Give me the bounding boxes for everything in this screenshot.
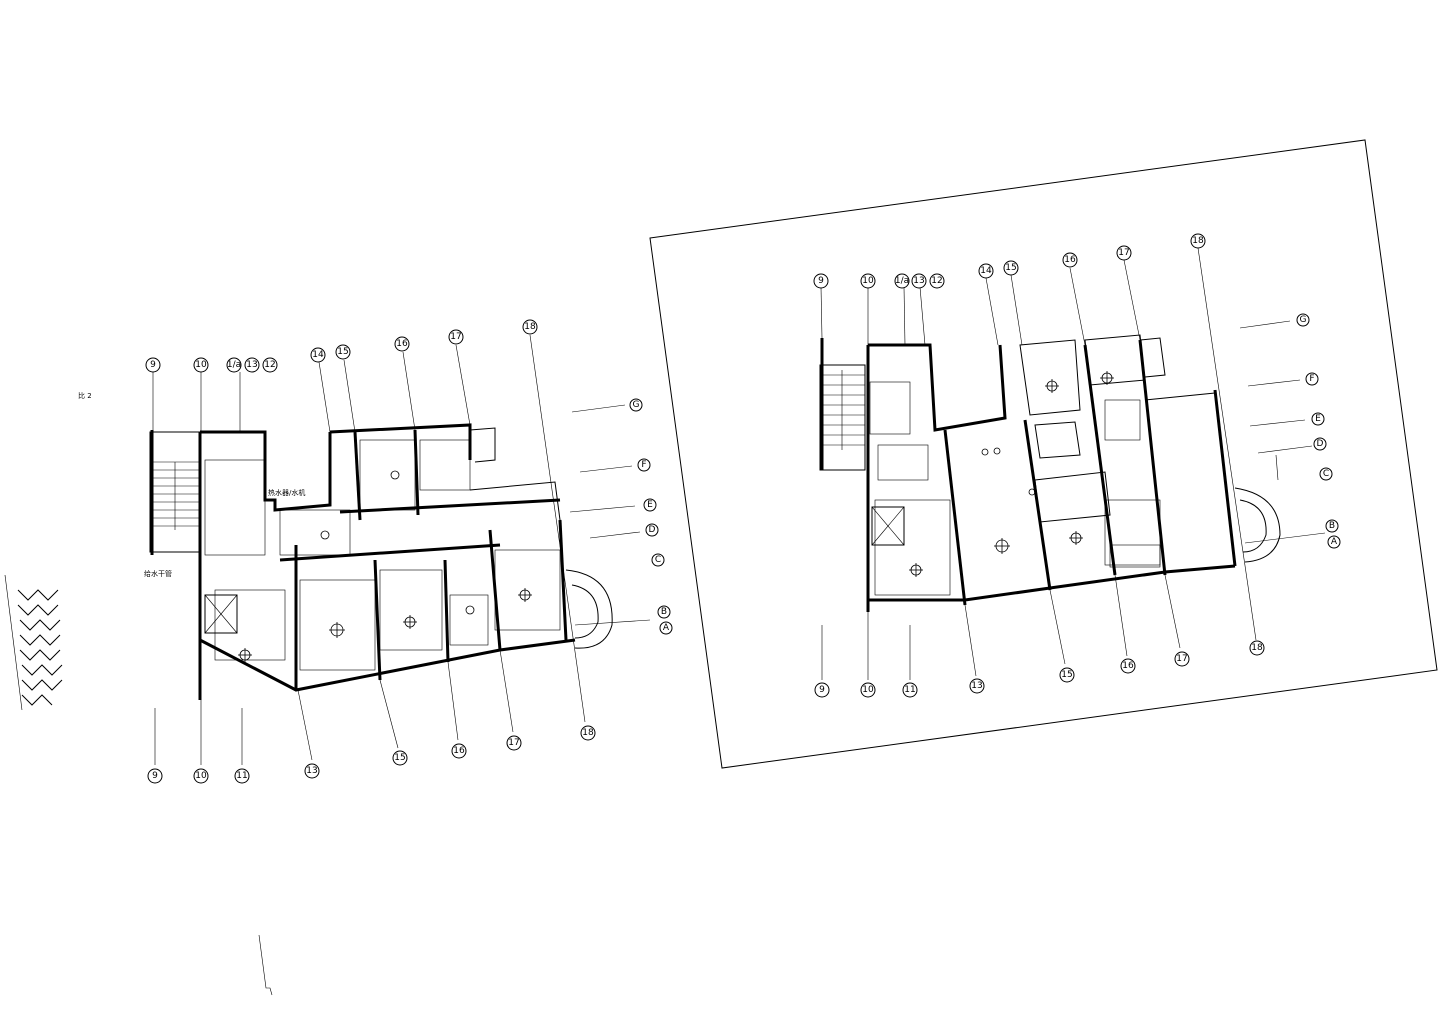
svg-text:G: G <box>1300 315 1307 325</box>
light-fixtures-left <box>238 470 532 662</box>
svg-text:13: 13 <box>913 276 924 286</box>
svg-text:17: 17 <box>1176 654 1187 664</box>
svg-text:D: D <box>1317 439 1324 449</box>
svg-text:12: 12 <box>264 360 275 370</box>
svg-text:C: C <box>655 555 661 565</box>
axis-bubbles-right-right: G F E D C B A <box>1296 313 1341 549</box>
svg-text:13: 13 <box>306 766 317 776</box>
svg-text:10: 10 <box>862 685 874 695</box>
svg-text:C: C <box>1323 469 1329 479</box>
svg-text:9: 9 <box>819 685 825 695</box>
svg-text:1/a: 1/a <box>227 360 241 370</box>
svg-text:15: 15 <box>337 347 348 357</box>
svg-text:9: 9 <box>818 276 824 286</box>
svg-text:B: B <box>661 607 667 617</box>
svg-text:18: 18 <box>582 728 594 738</box>
scale-note-left: 比 2 <box>78 391 92 400</box>
staircase-left <box>149 430 201 555</box>
svg-text:12: 12 <box>931 276 942 286</box>
svg-text:10: 10 <box>195 360 207 370</box>
left-floor-plan: 比 2 给水干管 热水器/水机 9 10 1/a 13 12 14 15 16 … <box>4 319 673 996</box>
svg-text:13: 13 <box>971 681 982 691</box>
svg-text:18: 18 <box>1251 643 1263 653</box>
right-floor-plan: 9 10 1/a 13 12 14 15 16 17 18 9 10 11 13… <box>649 139 1438 769</box>
elevator-shaft-right <box>871 506 905 546</box>
svg-text:E: E <box>647 500 653 510</box>
svg-text:17: 17 <box>1118 248 1129 258</box>
svg-text:F: F <box>1309 374 1314 384</box>
svg-text:15: 15 <box>1005 263 1016 273</box>
svg-text:15: 15 <box>1061 670 1072 680</box>
axis-bubbles-bottom-right: 9 10 11 13 15 16 17 18 <box>814 640 1265 698</box>
hatch-pattern <box>4 574 63 711</box>
equipment-note: 热水器/水机 <box>268 488 305 497</box>
svg-text:17: 17 <box>450 332 461 342</box>
axis-bubbles-bottom-left: 9 10 11 13 15 16 17 18 <box>147 725 596 784</box>
svg-text:1/a: 1/a <box>895 276 909 286</box>
svg-text:18: 18 <box>524 322 536 332</box>
svg-text:16: 16 <box>453 746 465 756</box>
svg-text:16: 16 <box>396 339 408 349</box>
svg-text:14: 14 <box>312 350 324 360</box>
svg-text:14: 14 <box>980 266 992 276</box>
svg-text:15: 15 <box>394 753 405 763</box>
svg-text:10: 10 <box>195 771 207 781</box>
svg-text:16: 16 <box>1064 255 1076 265</box>
svg-text:A: A <box>663 623 670 633</box>
svg-text:10: 10 <box>862 276 874 286</box>
sheet-border <box>649 139 1438 769</box>
svg-text:13: 13 <box>246 360 257 370</box>
svg-text:11: 11 <box>236 771 247 781</box>
svg-text:F: F <box>641 460 646 470</box>
axis-bubbles-top-right: 9 10 1/a 13 12 14 15 16 17 18 <box>813 233 1206 289</box>
svg-text:B: B <box>1329 521 1335 531</box>
staircase-right <box>819 338 866 471</box>
svg-text:9: 9 <box>150 360 156 370</box>
svg-text:17: 17 <box>508 738 519 748</box>
svg-text:A: A <box>1331 537 1338 547</box>
svg-text:D: D <box>649 525 656 535</box>
svg-text:11: 11 <box>904 685 915 695</box>
svg-text:9: 9 <box>152 771 158 781</box>
svg-text:18: 18 <box>1192 236 1204 246</box>
svg-text:G: G <box>633 400 640 410</box>
svg-text:E: E <box>1315 414 1321 424</box>
light-fixtures-right <box>909 371 1114 577</box>
axis-bubbles-right-left: G F E D C B A <box>629 398 673 635</box>
axis-bubbles-top-left: 9 10 1/a 13 12 14 15 16 17 18 <box>145 319 538 373</box>
elevator-shaft-left <box>204 594 238 634</box>
svg-text:16: 16 <box>1122 661 1134 671</box>
water-pipe-note: 给水干管 <box>144 569 172 578</box>
